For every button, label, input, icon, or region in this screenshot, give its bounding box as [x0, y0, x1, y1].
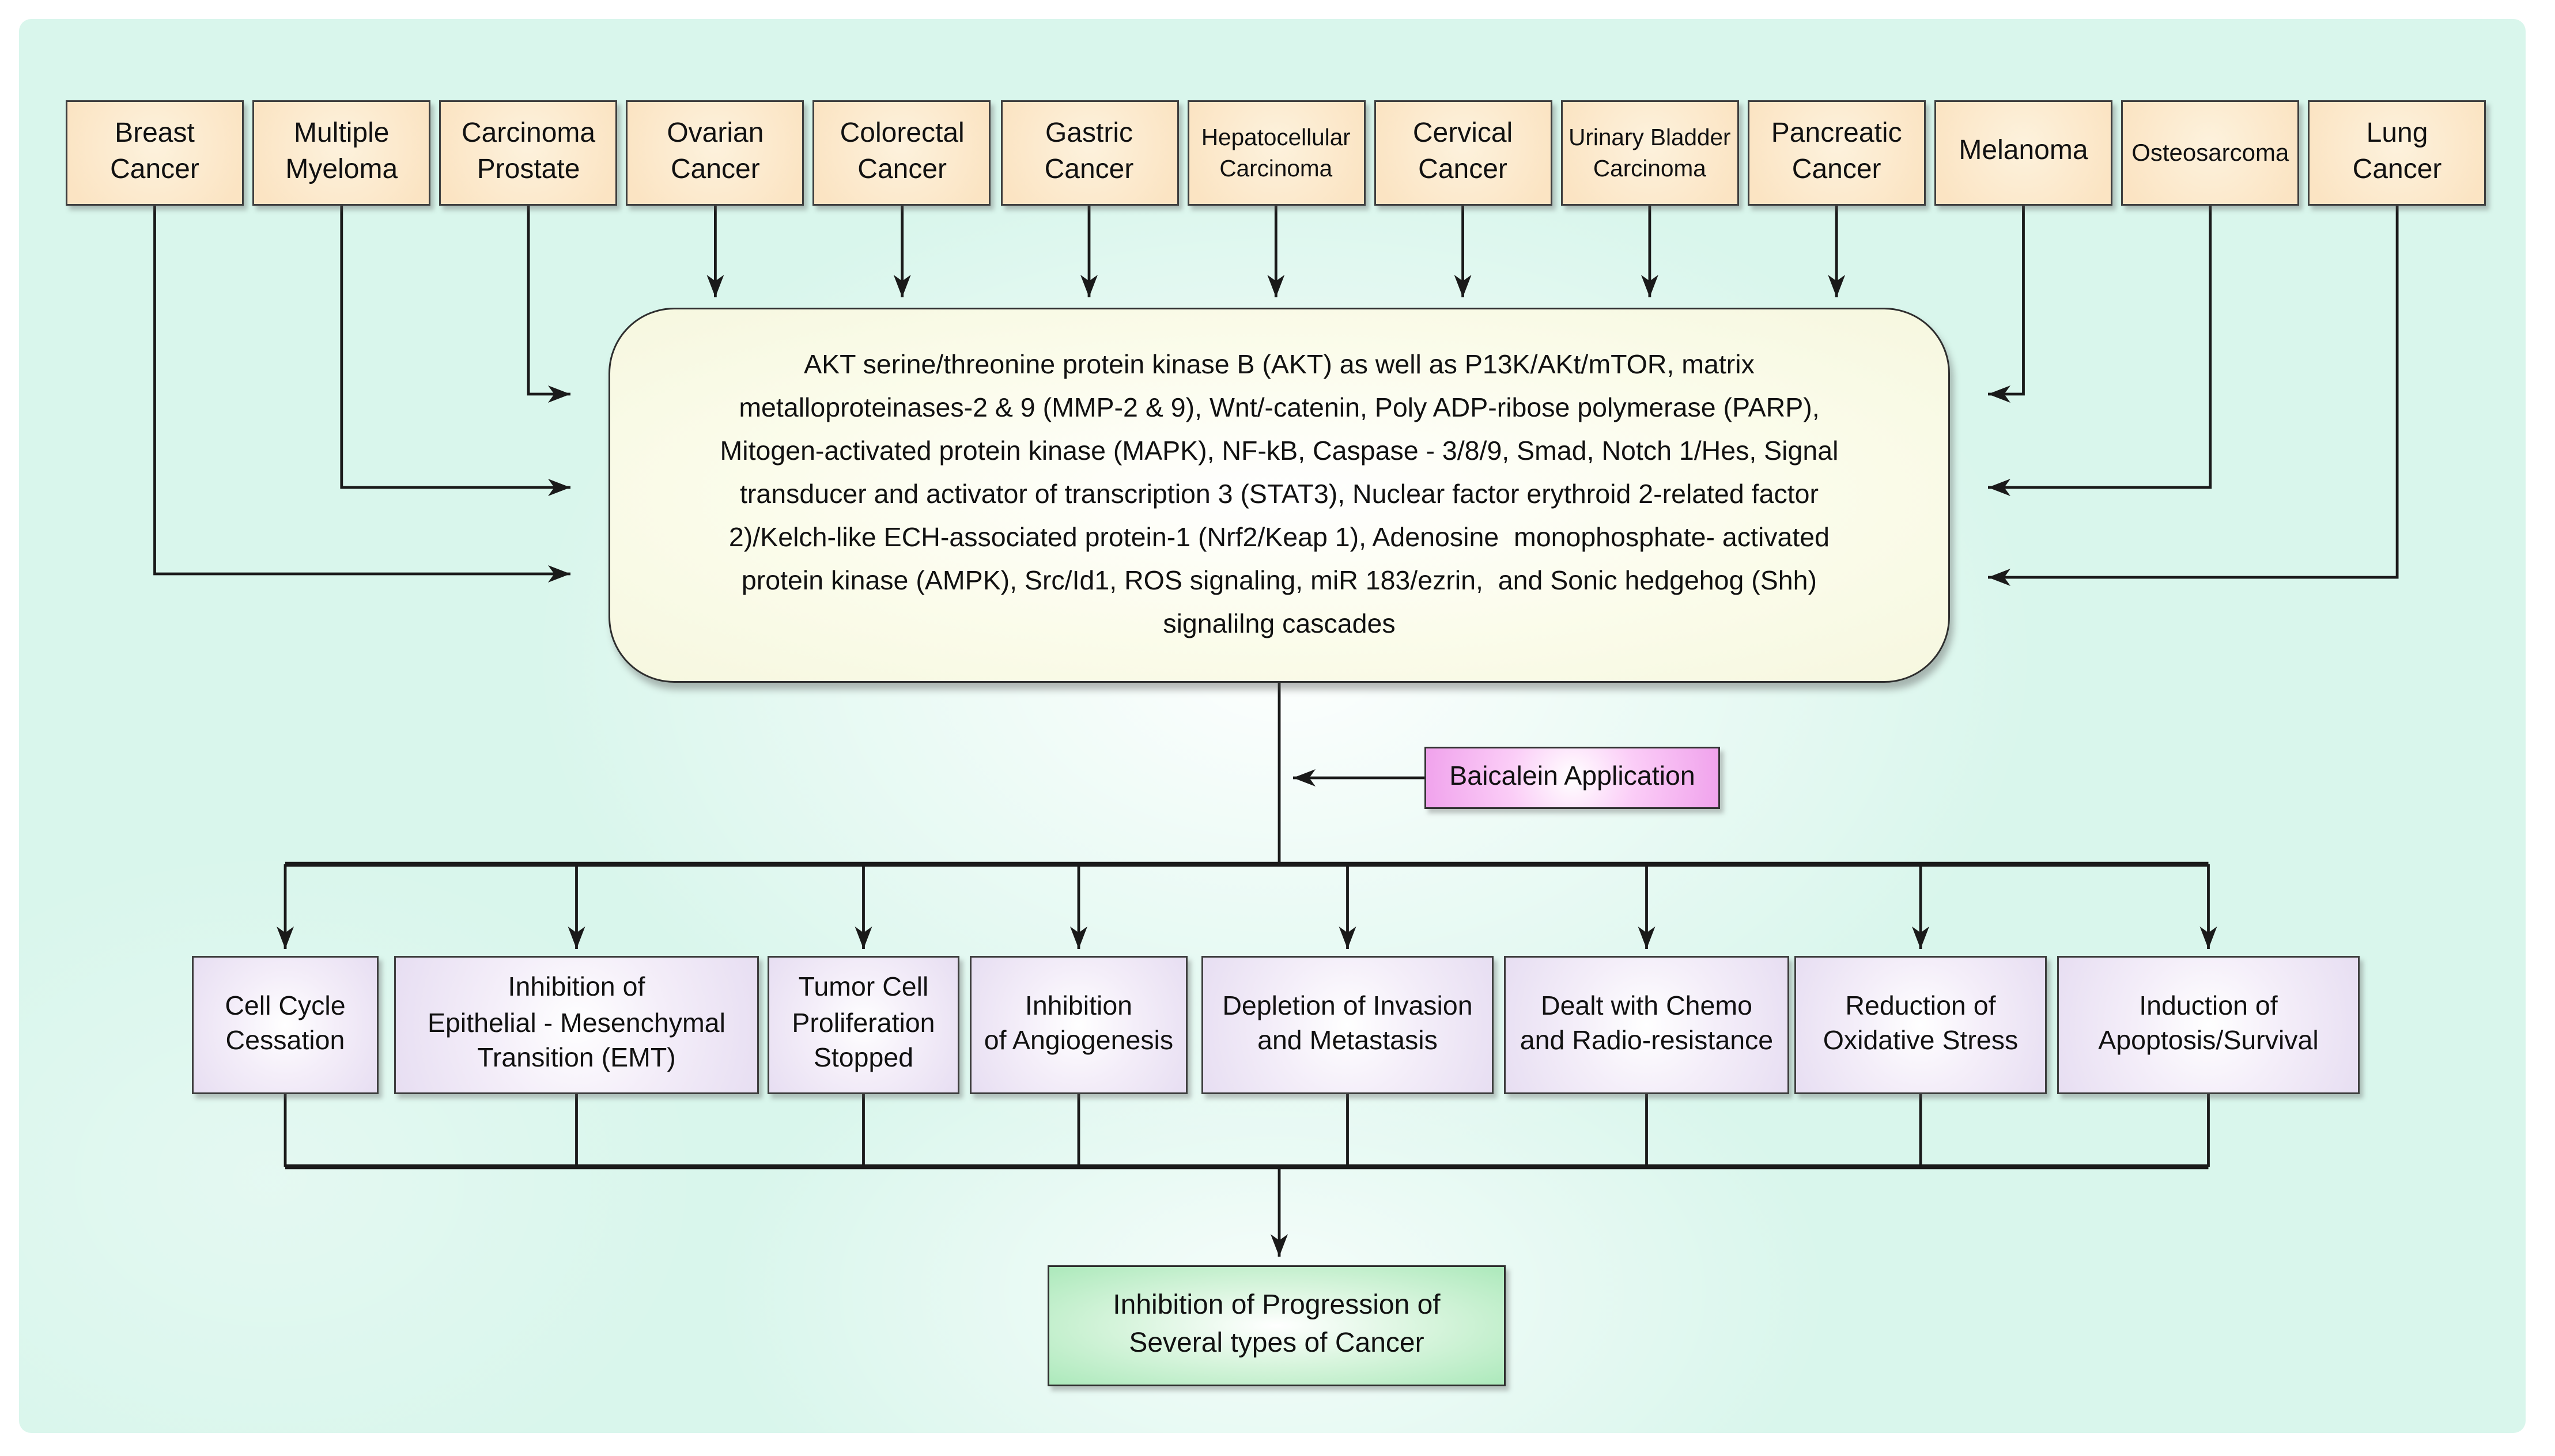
cascade-line-7: signalilng cascades — [1163, 610, 1396, 640]
node-carcinoma-prostate: Carcinoma Prostate — [439, 100, 618, 206]
cascade-line-2: metalloproteinases-2 & 9 (MMP-2 & 9), Wn… — [739, 394, 1820, 423]
node-cancer-progression-inhibition: Inhibition of Progression of Several typ… — [1048, 1265, 1506, 1386]
connector-myeloma-to-hub — [340, 206, 570, 496]
node-emt-inhibition: Inhibition of Epithelial - Mesenchymal T… — [394, 956, 759, 1094]
baicalein-application-box: Baicalein Application — [1424, 747, 1720, 809]
node-ovarian-cancer: Ovarian Cancer — [626, 100, 804, 206]
connector-lung-to-hub — [1988, 206, 2399, 586]
node-multiple-myeloma: Multiple Myeloma — [252, 100, 431, 206]
node-gastric-cancer: Gastric Cancer — [1000, 100, 1178, 206]
node-lung-cancer: Lung Cancer — [2308, 100, 2486, 206]
cascade-line-3: Mitogen-activated protein kinase (MAPK),… — [720, 437, 1839, 467]
node-cervical-cancer: Cervical Cancer — [1374, 100, 1552, 206]
node-oxidative-stress-reduction: Reduction of Oxidative Stress — [1794, 956, 2047, 1094]
node-pancreatic-cancer: Pancreatic Cancer — [1747, 100, 1926, 206]
node-breast-cancer: Breast Cancer — [66, 100, 244, 206]
node-cell-cycle-cessation: Cell Cycle Cessation — [192, 956, 379, 1094]
cascade-line-6: protein kinase (AMPK), Src/Id1, ROS sign… — [741, 567, 1817, 596]
cascade-line-1: AKT serine/threonine protein kinase B (A… — [804, 351, 1755, 380]
diagram-background-panel — [19, 19, 2526, 1433]
node-invasion-metastasis-depletion: Depletion of Invasion and Metastasis — [1201, 956, 1494, 1094]
connector-prostate-to-hub — [527, 206, 570, 403]
node-hepatocellular-carcinoma: Hepatocellular Carcinoma — [1186, 100, 1365, 206]
node-melanoma: Melanoma — [1934, 100, 2112, 206]
node-apoptosis-induction: Induction of Apoptosis/Survival — [2057, 956, 2360, 1094]
connector-melanoma-to-hub — [1988, 206, 2025, 403]
node-angiogenesis-inhibition: Inhibition of Angiogenesis — [970, 956, 1188, 1094]
node-osteosarcoma: Osteosarcoma — [2121, 100, 2300, 206]
connector-breast-to-hub — [153, 206, 570, 583]
node-urinary-bladder-carcinoma: Urinary Bladder Carcinoma — [1560, 100, 1739, 206]
cascade-line-4: transducer and activator of transcriptio… — [740, 481, 1819, 510]
node-tumor-proliferation-stopped: Tumor Cell Proliferation Stopped — [768, 956, 959, 1094]
cascade-line-5: 2)/Kelch-like ECH-associated protein-1 (… — [728, 524, 1830, 553]
node-chemo-radio-resistance: Dealt with Chemo and Radio-resistance — [1504, 956, 1789, 1094]
node-colorectal-cancer: Colorectal Cancer — [813, 100, 992, 206]
signaling-cascades-box: AKT serine/threonine protein kinase B (A… — [608, 308, 1950, 683]
connector-osteosarcoma-to-hub — [1988, 206, 2212, 496]
